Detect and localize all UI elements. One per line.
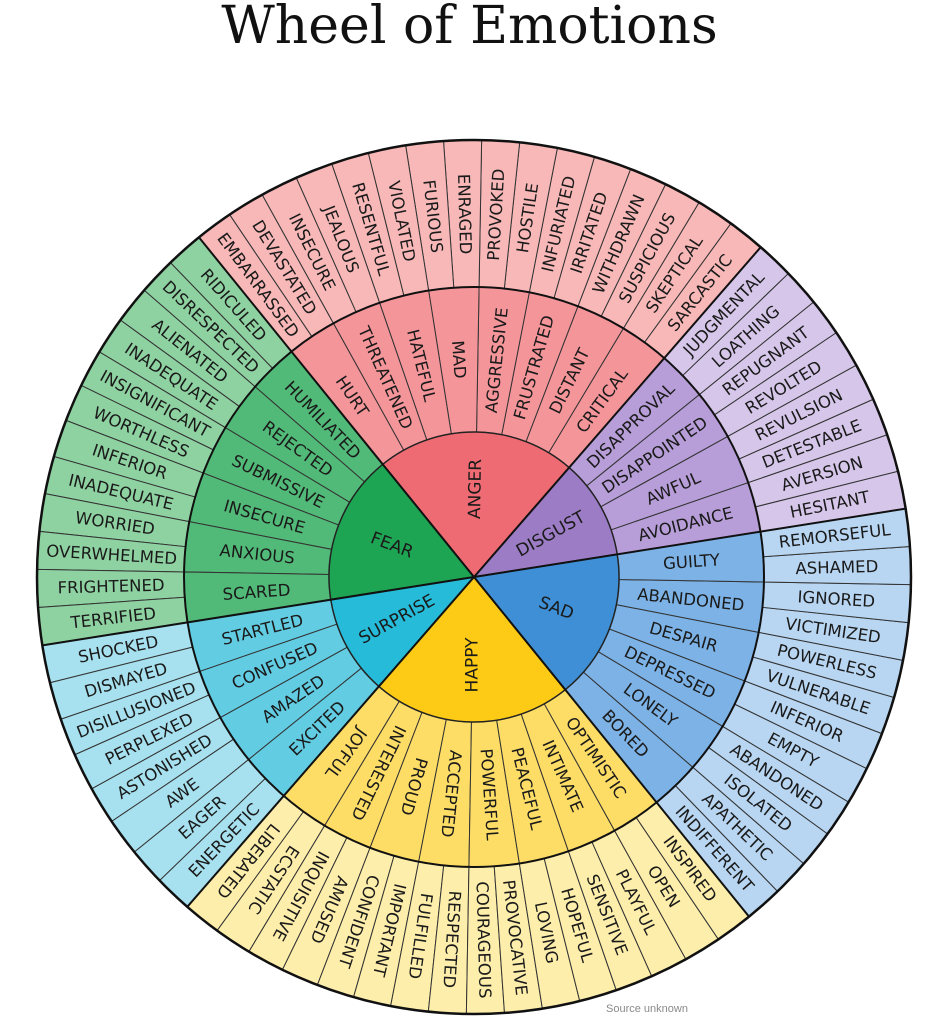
outer-emotion-label: ENRAGED xyxy=(454,174,475,255)
core-wedge xyxy=(381,431,571,579)
sector-anger xyxy=(198,139,762,579)
sector-fear xyxy=(36,236,476,646)
sector-divider xyxy=(473,507,906,578)
outer-emotion-label: ASHAMED xyxy=(795,557,878,578)
sector-happy xyxy=(186,575,750,1015)
sector-sad xyxy=(472,508,912,918)
sector-divider xyxy=(42,576,475,647)
sector-divider xyxy=(198,236,475,578)
middle-emotion-label: MAD xyxy=(448,340,470,379)
core-wedge xyxy=(377,575,567,723)
ring-border xyxy=(183,286,765,868)
middle-emotion-label: GUILTY xyxy=(662,550,721,573)
sector-surprise xyxy=(41,575,476,908)
outer-emotion-label: IGNORED xyxy=(797,587,876,611)
wheel-lines xyxy=(35,138,913,1016)
page-title: Wheel of Emotions xyxy=(221,0,718,56)
core-wedge xyxy=(329,575,476,688)
middle-emotion-label: SCARED xyxy=(222,580,291,604)
wheel-outline xyxy=(35,138,913,1016)
core-wedge xyxy=(472,553,620,691)
core-wedge xyxy=(328,463,476,601)
sector-divider xyxy=(473,576,750,918)
core-emotion-label: ANGER xyxy=(465,459,486,520)
core-wedge xyxy=(472,466,619,579)
sector-divider xyxy=(473,246,762,578)
outer-emotion-label: FRIGHTENED xyxy=(57,576,164,598)
source-note: Source unknown xyxy=(606,1003,688,1015)
core-emotion-label: HAPPY xyxy=(462,637,482,693)
sector-divider xyxy=(186,576,475,908)
outer-emotion-label: COURAGEOUS xyxy=(472,881,494,999)
